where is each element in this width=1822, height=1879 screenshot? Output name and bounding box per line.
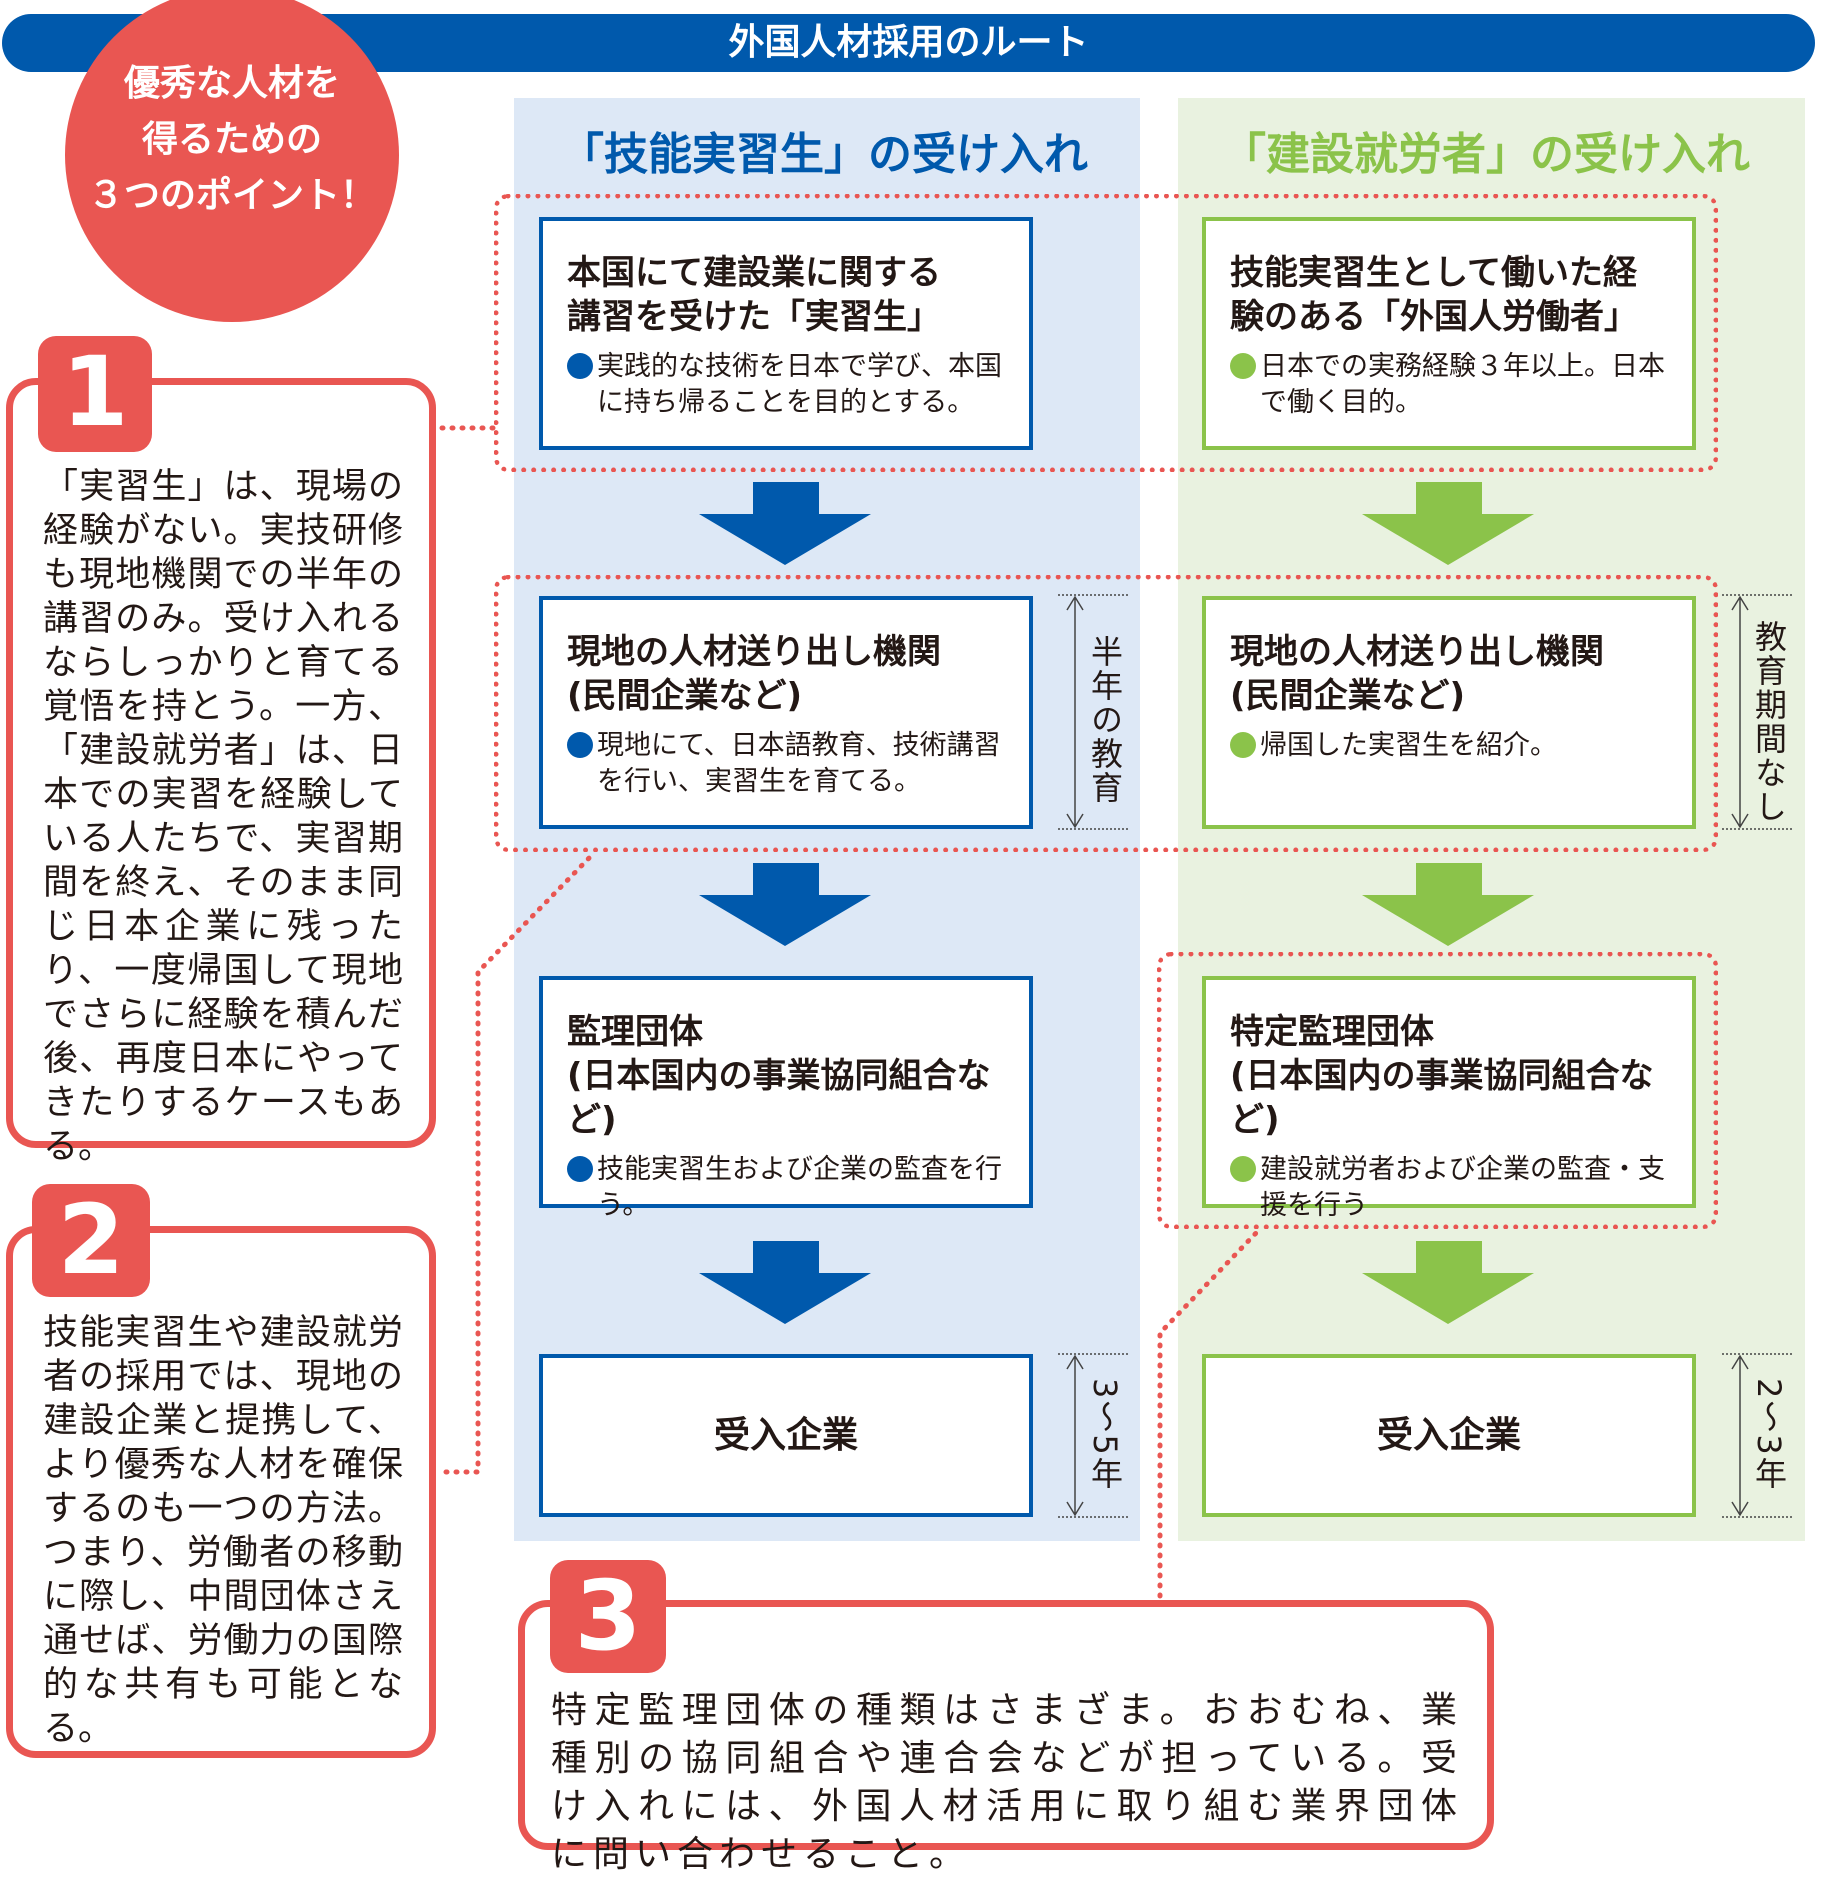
step-title: 本国にて建設業に関する 講習を受けた「実習生」 [567,253,941,337]
step-intern-trainee: 本国にて建設業に関する 講習を受けた「実習生」 実践的な技術を日本で学び、本国に… [539,217,1033,450]
down-arrow-icon [1362,482,1534,565]
down-arrow-icon [699,863,871,946]
step-supervising-organization: 監理団体 (日本国内の事業協同組合など) 技能実習生および企業の監査を行う。 [539,976,1033,1221]
down-arrow-icon [699,482,871,565]
left-column-title: 「技能実習生」の受け入れ [560,129,1088,180]
work-period-right: 2〜3年 [1750,1378,1788,1491]
step-title: 監理団体 (日本国内の事業協同組合など) [567,1012,991,1140]
point-text: 「実習生」は、現場の経験がない。実技研修も現地機関での半年の講習のみ。受け入れる… [43,467,403,1167]
step-desc: 日本での実務経験３年以上。日本で働く目的。 [1230,349,1668,421]
group-outline-row3 [1157,952,1718,1229]
point-text: 特定監理団体の種類はさまざま。おおむね、業種別の協同組合や連合会などが担っている… [551,1690,1463,1875]
point-badge-1: 1 [38,336,152,452]
step-title: 現地の人材送り出し機関 (民間企業など) [1230,632,1604,716]
connector-point3 [1157,1229,1260,1599]
down-arrow-icon [699,1241,871,1324]
bullet-icon [1230,1156,1256,1182]
step-desc-text: 帰国した実習生を紹介。 [1260,730,1557,761]
point-text: 技能実習生や建設就労者の採用では、現地の建設企業と提携して、より優秀な人材を確保… [43,1313,403,1749]
step-desc-text: 実践的な技術を日本で学び、本国に持ち帰ることを目的とする。 [597,351,1002,418]
education-period-right: 教育期間なし [1750,620,1788,824]
down-arrow-icon [1362,863,1534,946]
step-desc: 帰国した実習生を紹介。 [1230,728,1668,764]
point-card-1: 「実習生」は、現場の経験がない。実技研修も現地機関での半年の講習のみ。受け入れる… [6,378,436,1167]
step-title: 特定監理団体 (日本国内の事業協同組合など) [1230,1012,1654,1140]
step-host-company: 受入企業 [539,1354,1033,1517]
point-card-2: 技能実習生や建設就労者の採用では、現地の建設企業と提携して、より優秀な人材を確保… [6,1226,436,1758]
group-outline-row1 [494,194,1718,472]
step-specified-supervising-organization: 特定監理団体 (日本国内の事業協同組合など) 建設就労者および企業の監査・支援を… [1202,976,1696,1221]
work-period-marker-right [1722,1353,1792,1518]
bullet-icon [567,1156,593,1182]
point-badge-3: 3 [550,1560,666,1673]
step-title: 受入企業 [713,1414,858,1456]
work-period-marker-left [1058,1353,1128,1518]
step-desc: 技能実習生および企業の監査を行う。 [567,1152,1005,1224]
down-arrow-icon [1362,1241,1534,1324]
education-period-marker-left [1058,594,1128,830]
step-title: 現地の人材送り出し機関 (民間企業など) [567,632,941,716]
right-column-title: 「建設就労者」の受け入れ [1222,129,1750,180]
step-desc: 現地にて、日本語教育、技術講習を行い、実習生を育てる。 [567,728,1005,800]
three-points-callout: 優秀な人材を 得るための ３つのポイント！ [65,0,399,322]
step-desc-text: 現地にて、日本語教育、技術講習を行い、実習生を育てる。 [597,730,1001,797]
work-period-left: 3〜5年 [1086,1378,1124,1491]
point-badge-2: 2 [32,1184,150,1297]
step-desc-text: 技能実習生および企業の監査を行う。 [597,1154,1002,1221]
education-period-marker-right [1722,594,1792,830]
step-sending-organization: 現地の人材送り出し機関 (民間企業など) 帰国した実習生を紹介。 [1202,596,1696,829]
step-sending-organization: 現地の人材送り出し機関 (民間企業など) 現地にて、日本語教育、技術講習を行い、… [539,596,1033,829]
bullet-icon [1230,732,1256,758]
step-foreign-worker: 技能実習生として働いた経 験のある「外国人労働者」 日本での実務経験３年以上。日… [1202,217,1696,450]
connector-point2 [443,852,595,1475]
group-outline-row2 [494,575,1718,852]
step-host-company: 受入企業 [1202,1354,1696,1517]
step-desc: 建設就労者および企業の監査・支援を行う [1230,1152,1668,1224]
bullet-icon [1230,353,1256,379]
bullet-icon [567,353,593,379]
bullet-icon [567,732,593,758]
education-period-left: 半年の教育 [1086,635,1124,805]
step-desc-text: 建設就労者および企業の監査・支援を行う [1260,1154,1665,1221]
step-title: 技能実習生として働いた経 験のある「外国人労働者」 [1230,253,1638,337]
step-desc: 実践的な技術を日本で学び、本国に持ち帰ることを目的とする。 [567,349,1005,421]
step-title: 受入企業 [1376,1414,1521,1456]
step-desc-text: 日本での実務経験３年以上。日本で働く目的。 [1260,351,1665,418]
